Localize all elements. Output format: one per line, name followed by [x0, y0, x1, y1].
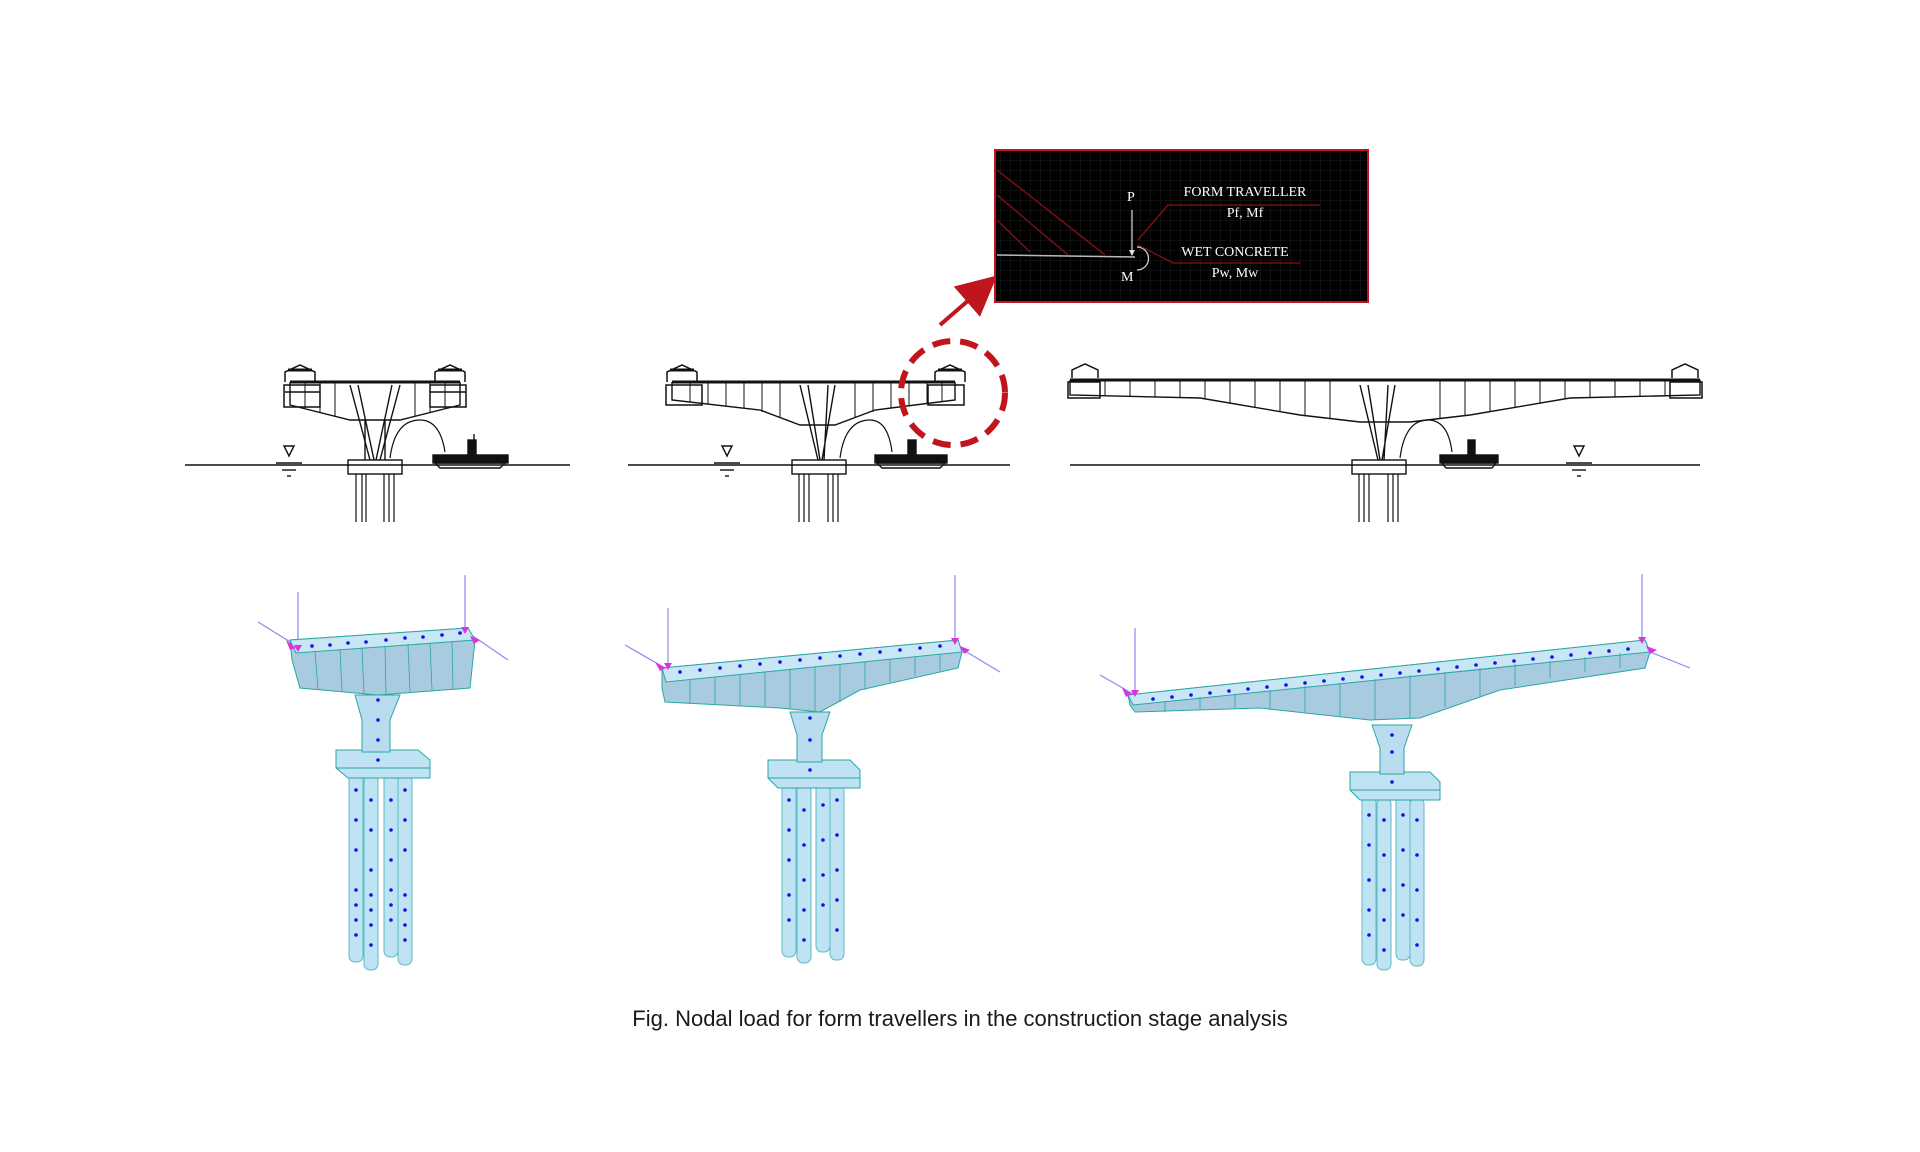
callout-highlight [898, 275, 1008, 448]
moment-label-m: M [1121, 270, 1134, 285]
wet-concrete-loads: Pw, Mw [1211, 266, 1259, 281]
fe-model-1 [257, 575, 509, 971]
form-traveller-title: FORM TRAVELLER [1183, 185, 1307, 200]
elevation-drawing-1 [185, 364, 570, 522]
wet-concrete-title: WET CONCRETE [1181, 245, 1289, 260]
elevation-drawing-3 [1067, 363, 1703, 522]
inset-detail-box [994, 149, 1369, 303]
elevation-drawing-2 [628, 364, 1010, 522]
form-traveller-left [283, 364, 321, 408]
barge-icon [432, 434, 509, 469]
fe-model-2 [624, 575, 1001, 964]
load-label-p: P [1127, 190, 1135, 205]
fe-model-3 [1099, 574, 1691, 971]
form-traveller-right [429, 364, 467, 408]
form-traveller-loads: Pf, Mf [1226, 206, 1264, 221]
water-level-icon [276, 445, 302, 477]
figure-caption: Fig. Nodal load for form travellers in t… [632, 1006, 1288, 1031]
